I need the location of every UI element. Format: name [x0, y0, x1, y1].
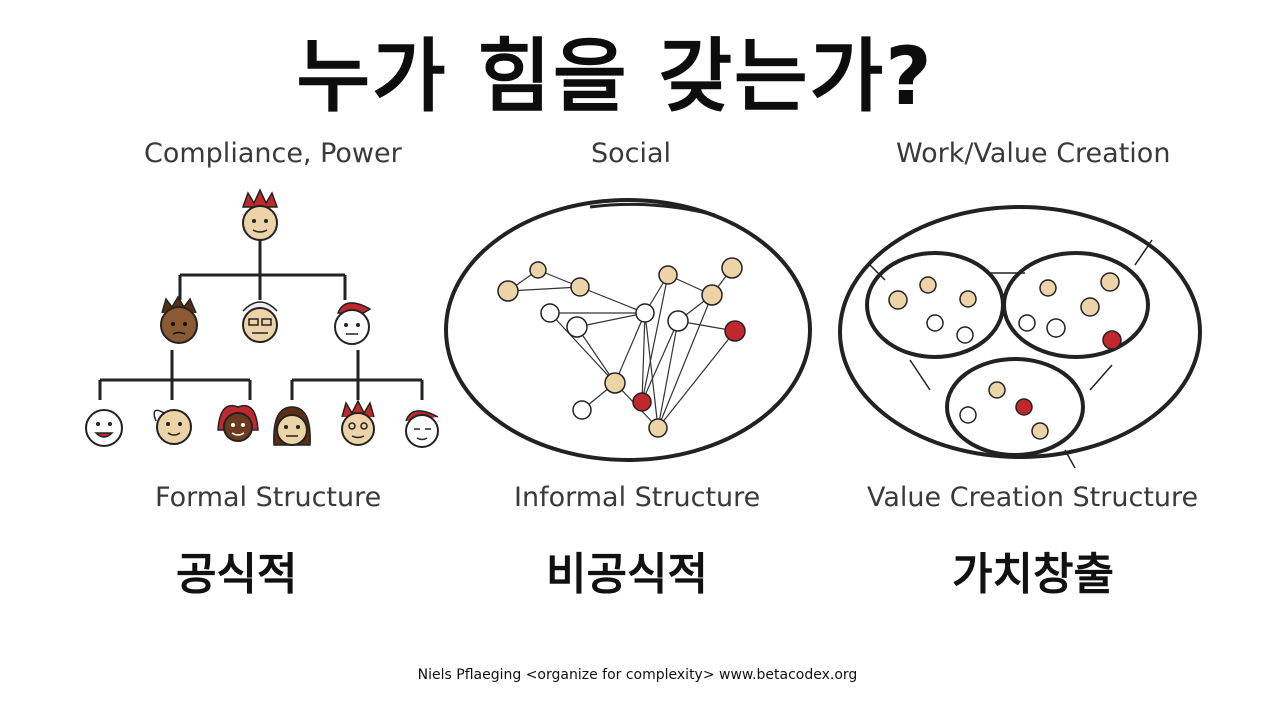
person-face-icon — [724, 320, 746, 342]
person-face-icon — [959, 290, 977, 308]
heading-compliance-power: Compliance, Power — [144, 138, 402, 169]
worker-face-icon — [341, 399, 375, 446]
person-face-icon — [529, 261, 547, 279]
label-informal-structure: Informal Structure — [514, 482, 761, 513]
person-face-icon — [1046, 318, 1066, 338]
person-face-icon — [926, 314, 944, 332]
person-face-icon — [566, 316, 588, 338]
worker-face-icon — [273, 406, 311, 446]
korean-label-informal: 비공식적 — [546, 549, 708, 600]
worker-face-icon — [405, 410, 439, 448]
person-face-icon — [1039, 279, 1057, 297]
person-face-icon — [721, 257, 743, 279]
person-face-icon — [648, 418, 668, 438]
worker-face-icon — [217, 405, 259, 442]
person-face-icon — [956, 326, 974, 344]
person-face-icon — [540, 303, 560, 323]
value-creation-cells-diagram — [838, 205, 1202, 469]
heading-work-value-creation: Work/Value Creation — [896, 138, 1171, 169]
manager-face-icon — [242, 301, 278, 343]
person-face-icon — [604, 372, 626, 394]
person-face-icon — [667, 310, 689, 332]
worker-face-icon — [153, 409, 192, 445]
worker-face-icon — [85, 409, 123, 447]
person-face-icon — [1102, 330, 1122, 350]
person-face-icon — [701, 284, 723, 306]
korean-label-value-creation: 가치창출 — [952, 549, 1114, 600]
person-face-icon — [635, 303, 655, 323]
formal-hierarchy-diagram — [85, 188, 439, 448]
person-face-icon — [888, 290, 908, 310]
person-face-icon — [658, 265, 678, 285]
label-formal-structure: Formal Structure — [155, 482, 382, 513]
footer-credit: Niels Pflaeging <organize for complexity… — [417, 667, 858, 683]
person-face-icon — [632, 392, 652, 412]
person-face-icon — [919, 276, 937, 294]
person-face-icon — [1100, 272, 1120, 292]
informal-network-diagram — [444, 198, 812, 462]
person-face-icon — [1015, 398, 1033, 416]
manager-face-icon — [334, 302, 372, 345]
manager-face-icon — [160, 295, 198, 344]
label-value-creation-structure: Value Creation Structure — [867, 482, 1199, 513]
person-face-icon — [959, 406, 977, 424]
person-face-icon — [1031, 422, 1049, 440]
heading-social: Social — [591, 138, 672, 169]
person-face-icon — [572, 400, 592, 420]
korean-label-formal: 공식적 — [176, 549, 298, 600]
person-face-icon — [570, 277, 590, 297]
person-face-icon — [1018, 314, 1036, 332]
person-face-icon — [1080, 297, 1100, 317]
person-face-icon — [988, 381, 1006, 399]
person-face-icon — [497, 280, 519, 302]
king-face-icon — [241, 188, 279, 241]
page-title: 누가 힘을 갖는가? — [296, 30, 934, 123]
